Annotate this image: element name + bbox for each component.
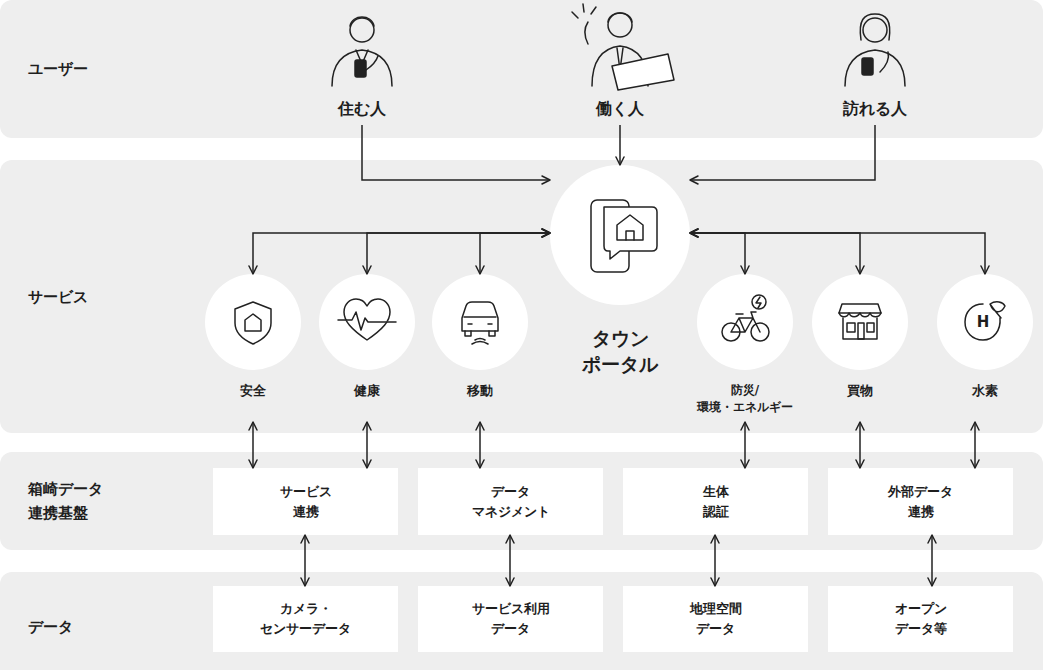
connector-arrow [304, 535, 306, 586]
service-circle: 防災/ 環境・エネルギー [685, 274, 805, 422]
connector-arrow [367, 233, 550, 274]
node-label: サービス 連携 [213, 482, 398, 522]
user-group: 訪れる人 [825, 15, 925, 125]
connector-arrow [479, 422, 481, 468]
circle-fill [812, 274, 908, 370]
node-label: 安全 [173, 382, 333, 399]
service-circle: 健康 [307, 274, 427, 422]
circle-fill [937, 274, 1033, 370]
platform-box: データ マネジメント [418, 468, 603, 535]
connector-arrow [509, 535, 511, 586]
service-circle: 安全 [193, 274, 313, 422]
connector-arrow [362, 125, 550, 180]
node-label: タウン ポータル [520, 325, 720, 377]
node-label: データ マネジメント [418, 482, 603, 522]
connector-arrow [252, 422, 254, 468]
connector-arrow [974, 422, 976, 468]
connector-arrow [253, 233, 550, 274]
layer-title: 箱崎データ 連携基盤 [28, 477, 158, 525]
service-circle: 水素 [925, 274, 1043, 422]
circle-outline [800, 274, 920, 422]
layer-band: サービスタウン ポータル安全健康移動防災/ 環境・エネルギー買物水素 [0, 160, 1043, 433]
user-group: 住む人 [317, 15, 407, 125]
node-label: カメラ・ センサーデータ [213, 599, 398, 639]
connector-arrow [366, 422, 368, 468]
node-label: サービス利用 データ [418, 599, 603, 639]
node-label: 働く人 [575, 99, 665, 119]
circle-outline [925, 274, 1043, 422]
node-label: 外部データ 連携 [828, 482, 1013, 522]
circle-outline [420, 274, 540, 422]
circle-fill [319, 274, 415, 370]
circle-fill [205, 274, 301, 370]
circle-outline [685, 274, 805, 422]
circle-outline [193, 274, 313, 422]
connector-arrow [690, 233, 985, 274]
node-label: オープン データ等 [828, 599, 1013, 639]
connector-arrow [690, 233, 745, 274]
connector-arrow [690, 233, 860, 274]
layer-title: データ [28, 615, 158, 639]
layer-band: データ カメラ・ センサーデータサービス利用 データ地理空間 データオープン デー… [0, 572, 1043, 670]
node-label: 住む人 [317, 99, 407, 119]
connector-arrow [859, 422, 861, 468]
layer-title: サービス [28, 285, 158, 309]
layer-band: 箱崎データ 連携基盤 サービス 連携データ マネジメント生体 認証外部データ 連携 [0, 452, 1043, 550]
circle-fill [432, 274, 528, 370]
node-label: 生体 認証 [623, 482, 808, 522]
connector-arrow [744, 422, 746, 468]
platform-box: サービス利用 データ [418, 586, 603, 652]
node-label: 買物 [780, 382, 940, 399]
connector-arrow [714, 535, 716, 586]
node-label: 防災/ 環境・エネルギー [665, 382, 825, 416]
node-label: 水素 [905, 382, 1043, 399]
connector-arrow [931, 535, 933, 586]
circle-fill [697, 274, 793, 370]
service-circle: 移動 [420, 274, 540, 422]
platform-box: オープン データ等 [828, 586, 1013, 652]
circle-fill [550, 165, 690, 305]
node-label: 移動 [400, 382, 560, 399]
node-label: 訪れる人 [825, 99, 925, 119]
platform-box: 外部データ 連携 [828, 468, 1013, 535]
portal-circle: タウン ポータル [550, 165, 690, 375]
connector-arrow [619, 125, 621, 165]
node-label: 健康 [287, 382, 447, 399]
platform-box: サービス 連携 [213, 468, 398, 535]
icon-letter: H [975, 312, 991, 332]
platform-box: 地理空間 データ [623, 586, 808, 652]
service-circle: 買物 [800, 274, 920, 422]
connector-arrow [690, 125, 875, 180]
platform-box: 生体 認証 [623, 468, 808, 535]
connector-arrow [480, 233, 550, 274]
layer-band: ユーザー住む人 働く人 訪れる人 [0, 0, 1043, 138]
user-group: 働く人 [575, 15, 665, 125]
platform-box: カメラ・ センサーデータ [213, 586, 398, 652]
node-label: 地理空間 データ [623, 599, 808, 639]
layer-title: ユーザー [28, 57, 158, 81]
circle-outline [307, 274, 427, 422]
